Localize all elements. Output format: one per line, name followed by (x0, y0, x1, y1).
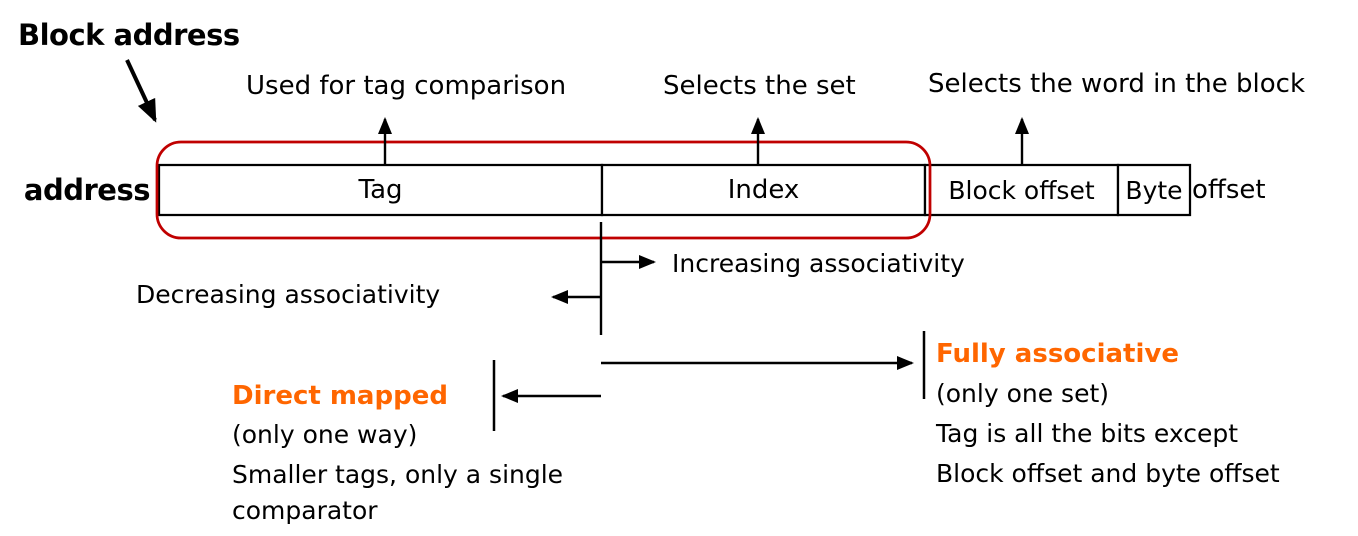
tag-field-label: Tag (358, 175, 403, 205)
byte-field-label: Byte (1125, 175, 1183, 205)
direct-mapped-heading: Direct mapped (232, 381, 448, 411)
fully-associative-heading: Fully associative (936, 339, 1179, 369)
tag-box (157, 163, 604, 217)
index-caption: Selects the set (663, 71, 856, 101)
block-address-highlight-outline (155, 140, 932, 240)
fully-associative-line2: Tag is all the bits except (936, 419, 1239, 448)
block-offset-field-label: Block offset (948, 175, 1095, 205)
page-title: Block address (18, 18, 240, 52)
index-field-label: Index (727, 175, 800, 205)
direct-mapped-line1: (only one way) (232, 420, 418, 449)
tag-caption: Used for tag comparison (246, 71, 567, 101)
byte-box (1116, 163, 1192, 217)
associativity-axis (551, 222, 656, 335)
fully-associative-line3: Block offset and byte offset (936, 459, 1280, 488)
block-address-arrow-icon (125, 59, 157, 123)
address-row-label: address (23, 173, 151, 207)
offset-suffix-label: offset (1192, 175, 1266, 205)
field-caption-arrows (378, 117, 1029, 165)
direct-mapped-line2: Smaller tags, only a single (232, 460, 564, 489)
extremes-arrows (492, 331, 926, 431)
word-caption: Selects the word in the block (928, 69, 1306, 99)
increasing-associativity-label: Increasing associativity (672, 249, 965, 278)
index-box (600, 163, 927, 217)
direct-mapped-line3: comparator (232, 496, 378, 525)
fully-associative-line1: (only one set) (936, 379, 1110, 408)
decreasing-associativity-label: Decreasing associativity (136, 280, 441, 309)
